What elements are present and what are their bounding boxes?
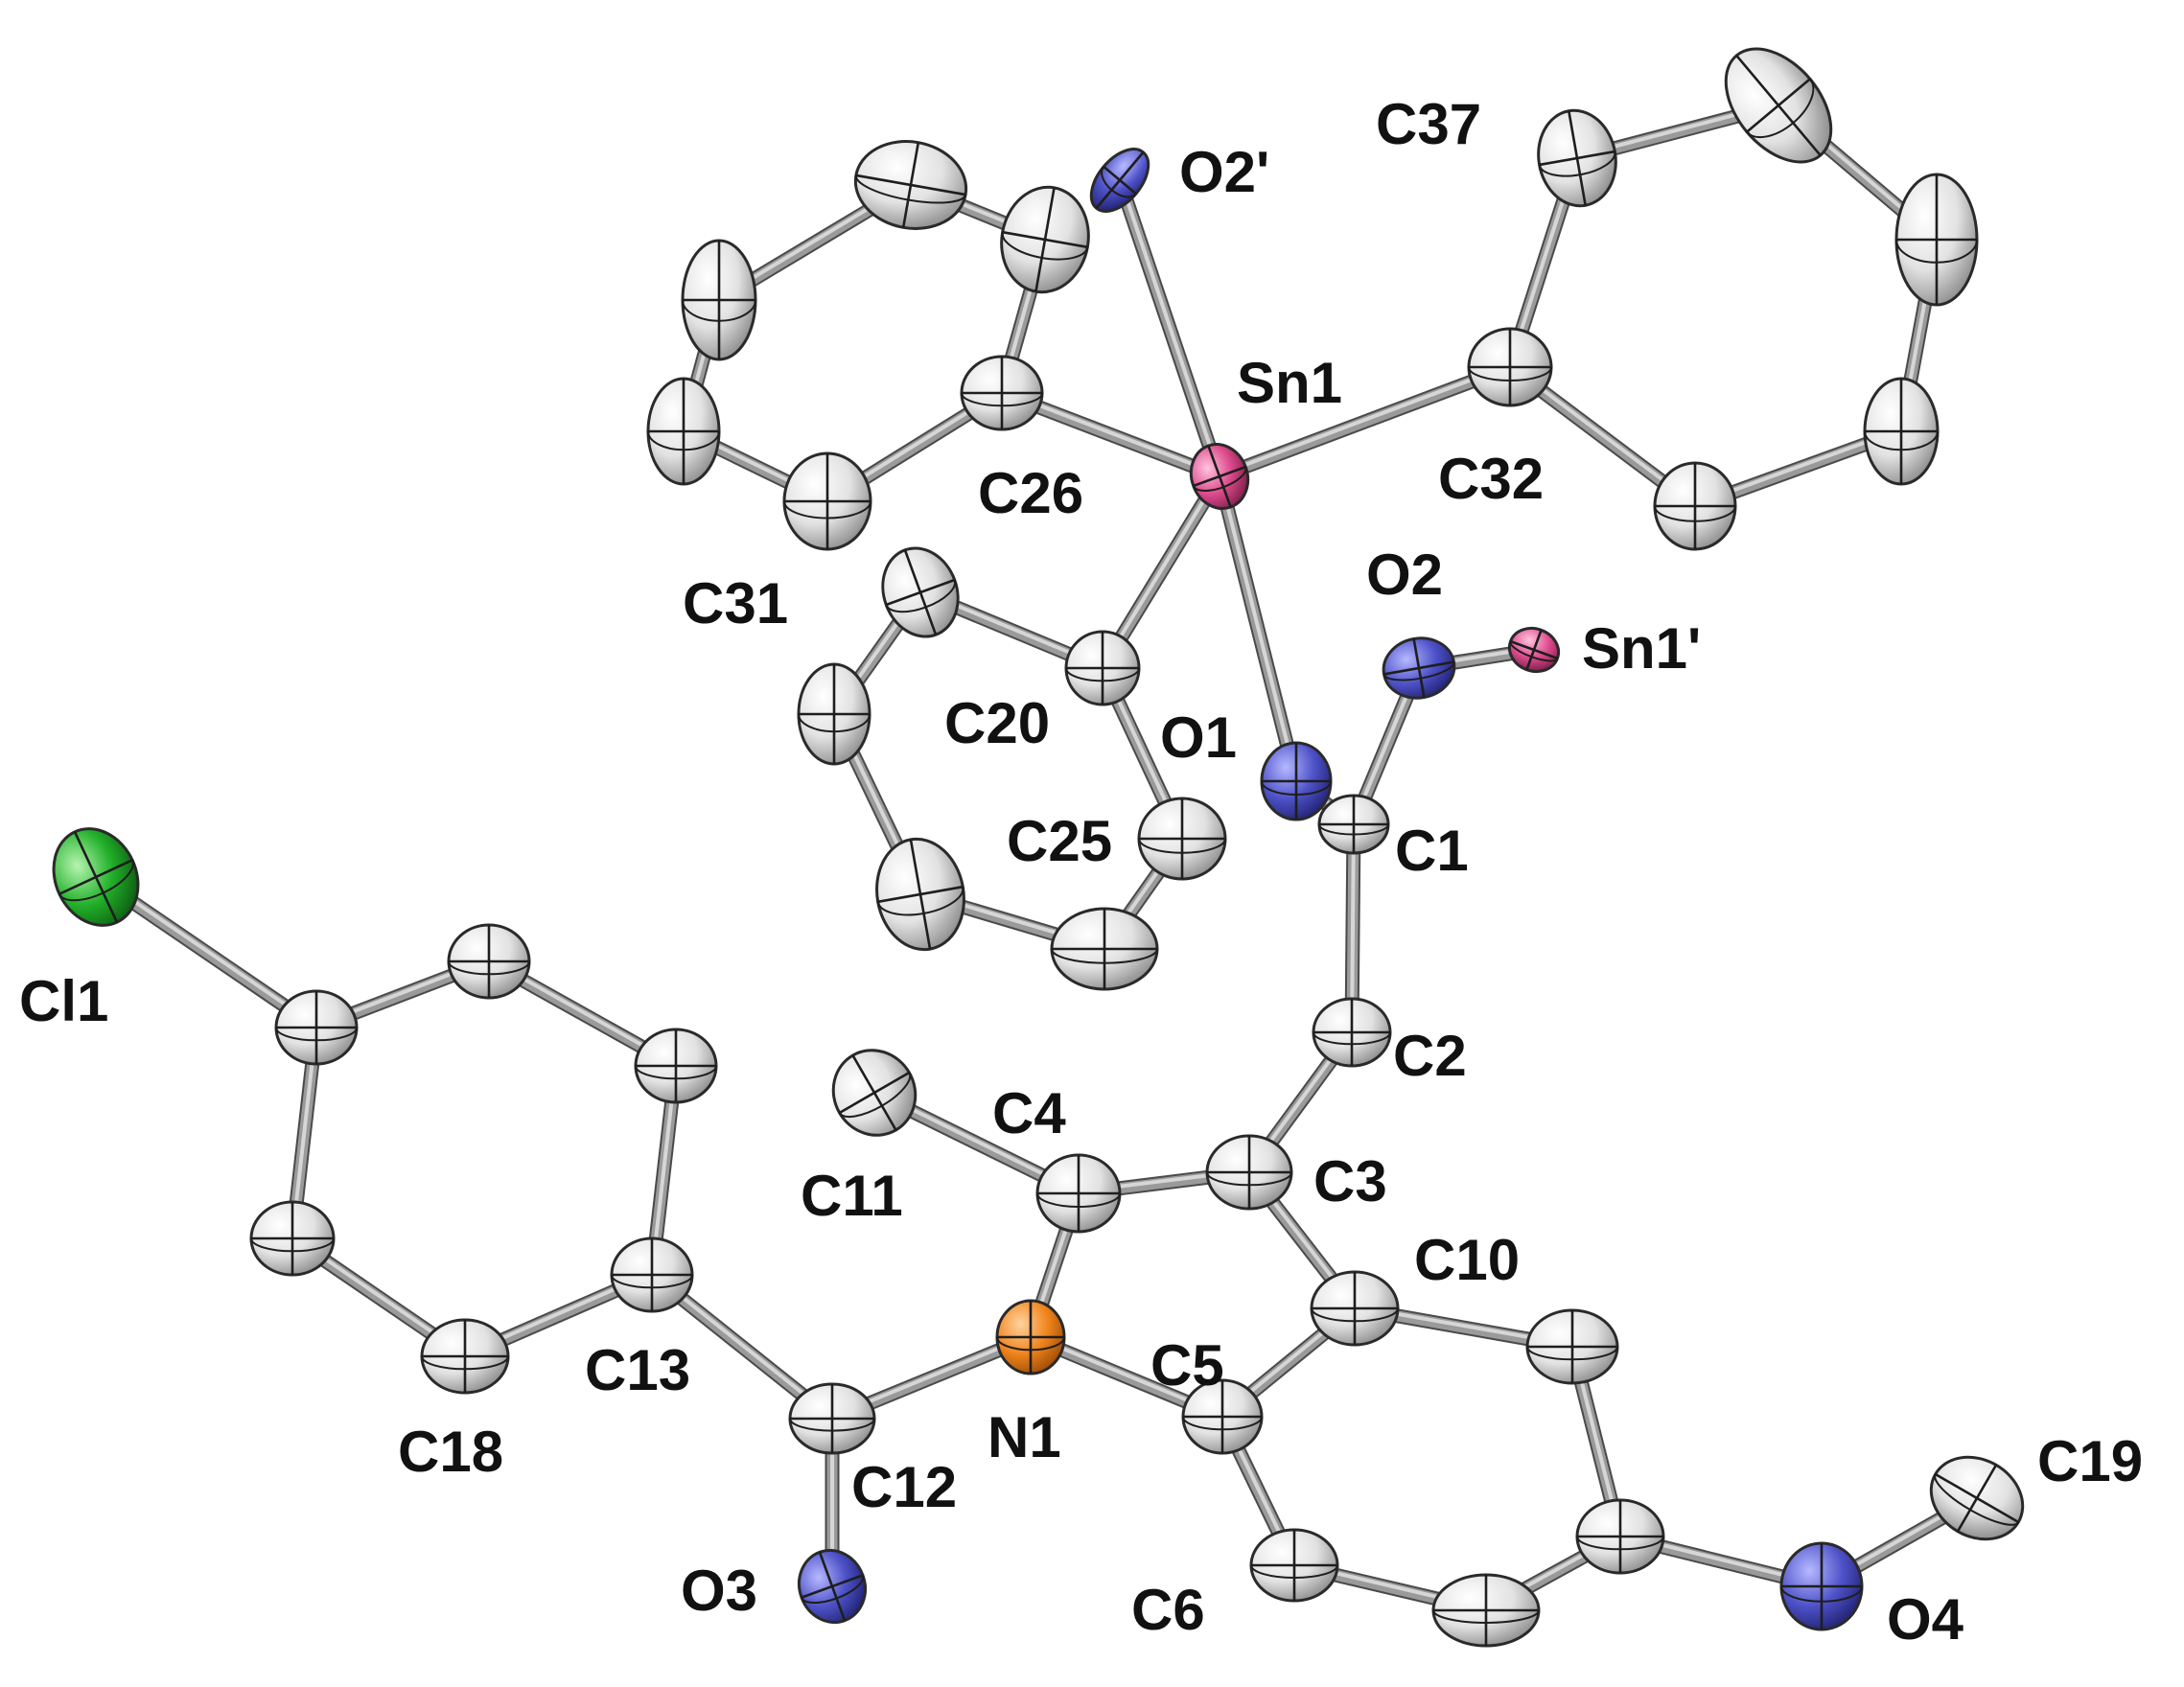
atom-o4 [1779,1541,1864,1631]
atom-c36 [1724,47,1833,164]
atom-c1 [1317,794,1390,855]
atom-c24 [1050,907,1159,991]
atom-n1 [995,1299,1066,1375]
atom-c14 [634,1028,718,1104]
atom-c35 [1894,173,1979,307]
atom-c6 [1249,1528,1339,1603]
label-c10: C10 [1414,1228,1520,1292]
label-c6: C6 [1131,1578,1205,1642]
label-c3: C3 [1313,1149,1387,1213]
label-c5: C5 [1150,1333,1224,1398]
atom-c15 [447,923,531,1000]
atom-c22 [797,662,871,766]
atom-cl1 [52,827,140,927]
atom-c31 [782,451,872,551]
bond-Sn1-O2p [1112,173,1227,484]
label-c25: C25 [1007,809,1112,873]
bond-Sn1-O1 [1212,469,1304,789]
atom-c30 [646,377,721,486]
label-sn1: Sn1 [1237,351,1342,415]
label-c4: C4 [992,1081,1066,1145]
label-c11: C11 [801,1164,903,1228]
atom-c11 [831,1049,918,1137]
label-c13: C13 [585,1338,690,1402]
label-sn1p: Sn1' [1582,616,1701,681]
atom-c28 [853,140,968,230]
atom-sn1p [1507,626,1561,674]
atoms-layer [52,47,2025,1648]
atom-c20 [1064,630,1141,706]
atom-c7 [1431,1573,1541,1648]
atom-c3 [1205,1134,1293,1211]
atom-o1 [1260,741,1333,821]
atom-o2p [1089,148,1150,213]
label-o2: O2 [1366,543,1443,607]
label-c31: C31 [683,571,788,636]
label-c1: C1 [1395,819,1469,883]
label-n1: N1 [987,1405,1061,1469]
label-c37: C37 [1376,92,1481,156]
atom-c37 [1537,108,1617,208]
atom-sn1 [1189,443,1250,510]
atom-c13 [610,1236,694,1313]
atom-c26 [960,355,1044,431]
label-o2p: O2' [1179,140,1269,204]
bond-Sn1-C32 [1212,359,1518,484]
atom-c17 [249,1200,336,1277]
atom-c18 [420,1318,510,1395]
atom-c27 [1000,185,1090,294]
atom-c33 [1653,461,1737,551]
label-c32: C32 [1438,447,1544,511]
atom-c4 [1035,1153,1122,1234]
atom-c21 [881,546,960,638]
atom-c9 [1525,1308,1619,1385]
label-c18: C18 [398,1420,503,1484]
label-cl1: Cl1 [19,969,108,1033]
atom-o3 [798,1548,867,1625]
label-o3: O3 [681,1559,757,1623]
label-o4: O4 [1887,1587,1964,1652]
atom-c16 [274,989,359,1066]
label-c2: C2 [1393,1024,1467,1088]
atom-c25 [1137,797,1227,881]
label-c20: C20 [944,691,1050,755]
atom-c5 [1181,1378,1264,1455]
atom-c10 [1310,1270,1400,1347]
label-c12: C12 [851,1455,957,1519]
atom-c2 [1312,997,1392,1068]
atom-c32 [1467,327,1553,407]
label-c19: C19 [2037,1429,2143,1493]
atom-c12 [788,1382,876,1455]
atom-c19 [1929,1455,2025,1541]
atom-o2 [1382,636,1456,700]
atom-c29 [681,239,757,361]
atom-c34 [1863,377,1940,486]
label-o1: O1 [1160,705,1237,770]
label-c26: C26 [978,461,1083,525]
atom-c23 [875,837,965,952]
atom-c8 [1575,1498,1665,1575]
